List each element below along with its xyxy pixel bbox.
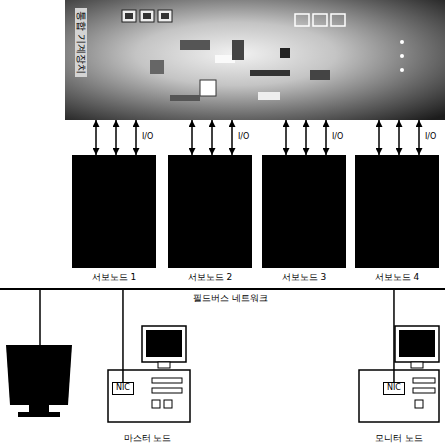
master-pc-picture — [108, 326, 190, 422]
fieldbus-band: 필드버스 네트워크 — [0, 288, 445, 304]
computer-node: 마스터 노드 NIC — [100, 324, 195, 446]
io-arrow — [378, 120, 380, 155]
io-arrow — [191, 120, 193, 155]
bus-drop-line — [393, 289, 395, 382]
servo-node: 서보노드 2 — [168, 155, 252, 283]
machine-picture — [65, 0, 445, 120]
bus-drop-line — [122, 289, 124, 382]
nic-label: NIC — [116, 384, 130, 393]
node-label: 마스터 노드 — [100, 433, 195, 444]
servo-node: 서보노드 1 — [72, 155, 156, 283]
servo-node: 서보노드 4 — [355, 155, 439, 283]
servo-box-shape — [262, 155, 346, 268]
node-label: 서보노드 1 — [72, 272, 156, 283]
io-arrow — [398, 120, 400, 155]
servo-node: 서보노드 3 — [262, 155, 346, 283]
computer-node: 모니터 노드 NIC — [355, 324, 443, 446]
node-label: 서보노드 4 — [355, 272, 439, 283]
io-arrow — [95, 120, 97, 155]
machine-node: 통합 기계장치 — [65, 0, 445, 120]
nic-box: NIC — [383, 382, 405, 395]
io-arrow — [115, 120, 117, 155]
io-label: I/O — [332, 133, 343, 141]
servo-box-shape — [168, 155, 252, 268]
node-label: 필드버스 네트워크 — [16, 290, 445, 304]
io-arrow — [231, 120, 233, 155]
io-label: I/O — [238, 133, 249, 141]
nic-label: NIC — [387, 384, 401, 393]
io-arrow — [285, 120, 287, 155]
nic-box: NIC — [112, 382, 134, 395]
io-arrow — [325, 120, 327, 155]
io-arrow — [211, 120, 213, 155]
io-arrow — [418, 120, 420, 155]
console-monitor — [6, 289, 72, 417]
io-label: I/O — [425, 133, 436, 141]
node-label: 서보노드 3 — [262, 272, 346, 283]
servo-box-shape — [72, 155, 156, 268]
io-label: I/O — [142, 133, 153, 141]
node-label: 서보노드 2 — [168, 272, 252, 283]
monitor-pc-picture — [359, 326, 439, 422]
io-arrow — [135, 120, 137, 155]
node-label: 모니터 노드 — [355, 433, 443, 444]
io-arrow — [305, 120, 307, 155]
servo-box-shape — [355, 155, 439, 268]
node-label: 통합 기계장치 — [75, 8, 87, 77]
